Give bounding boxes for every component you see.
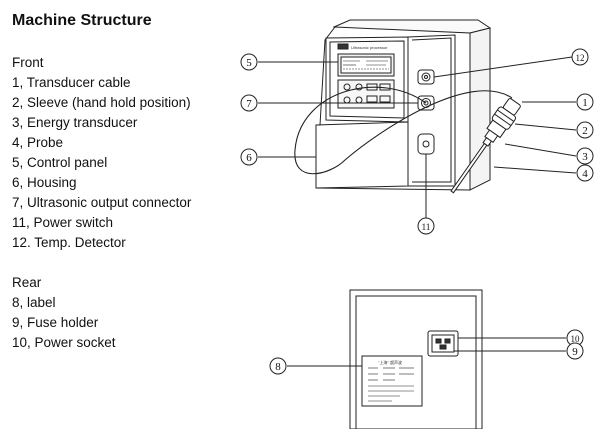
callout-5 bbox=[240, 53, 258, 71]
callout-3-label: 3 bbox=[582, 151, 588, 163]
device-brand-text: Ultrasonic processor bbox=[351, 45, 388, 50]
callout-12 bbox=[571, 48, 589, 66]
power-socket bbox=[427, 330, 459, 357]
callout-5-label: 5 bbox=[246, 57, 252, 69]
front-item: 5, Control panel bbox=[12, 155, 108, 170]
front-item: 1, Transducer cable bbox=[12, 75, 131, 90]
callout-11-label: 11 bbox=[422, 222, 431, 232]
callout-10-label: 10 bbox=[571, 334, 581, 344]
callout-3 bbox=[576, 147, 594, 165]
control-panel bbox=[337, 53, 395, 109]
rear-heading: Rear bbox=[12, 275, 42, 290]
front-heading: Front bbox=[12, 55, 44, 70]
label-plate-title: "上海" 超声波 bbox=[378, 359, 402, 365]
callout-2-label: 2 bbox=[582, 125, 588, 137]
front-parts-list: Front 1, Transducer cable 2, Sleeve (han… bbox=[12, 53, 191, 253]
callout-6 bbox=[240, 148, 258, 166]
rear-item: 9, Fuse holder bbox=[12, 315, 99, 330]
front-item: 12. Temp. Detector bbox=[12, 235, 126, 250]
transducer-cable bbox=[294, 86, 513, 175]
callout-1-label: 1 bbox=[582, 97, 588, 109]
rear-parts-list: Rear 8, label 9, Fuse holder 10, Power s… bbox=[12, 273, 116, 353]
front-item: 11, Power switch bbox=[12, 215, 114, 230]
rear-item: 10, Power socket bbox=[12, 335, 116, 350]
callout-4 bbox=[576, 164, 594, 182]
callout-1 bbox=[576, 93, 594, 111]
front-item: 6, Housing bbox=[12, 175, 77, 190]
callout-7 bbox=[240, 94, 258, 112]
callout-8-label: 8 bbox=[275, 361, 281, 373]
callout-6-label: 6 bbox=[246, 152, 252, 164]
front-item: 7, Ultrasonic output connector bbox=[12, 195, 192, 210]
front-item: 3, Energy transducer bbox=[12, 115, 138, 130]
callout-8 bbox=[269, 357, 287, 375]
front-item: 4, Probe bbox=[12, 135, 64, 150]
callout-9-label: 9 bbox=[572, 346, 578, 358]
front-item: 2, Sleeve (hand hold position) bbox=[12, 95, 191, 110]
rear-item: 8, label bbox=[12, 295, 56, 310]
transducer-handpiece bbox=[450, 98, 521, 194]
callout-7-label: 7 bbox=[246, 98, 252, 110]
brand-logo bbox=[337, 43, 349, 50]
callout-2 bbox=[576, 121, 594, 139]
callout-11 bbox=[417, 217, 435, 235]
callout-9 bbox=[566, 342, 584, 360]
callout-4-label: 4 bbox=[582, 168, 588, 180]
callout-12-label: 12 bbox=[576, 53, 585, 63]
page-title: Machine Structure bbox=[12, 12, 152, 29]
rear-label-plate bbox=[361, 355, 423, 407]
